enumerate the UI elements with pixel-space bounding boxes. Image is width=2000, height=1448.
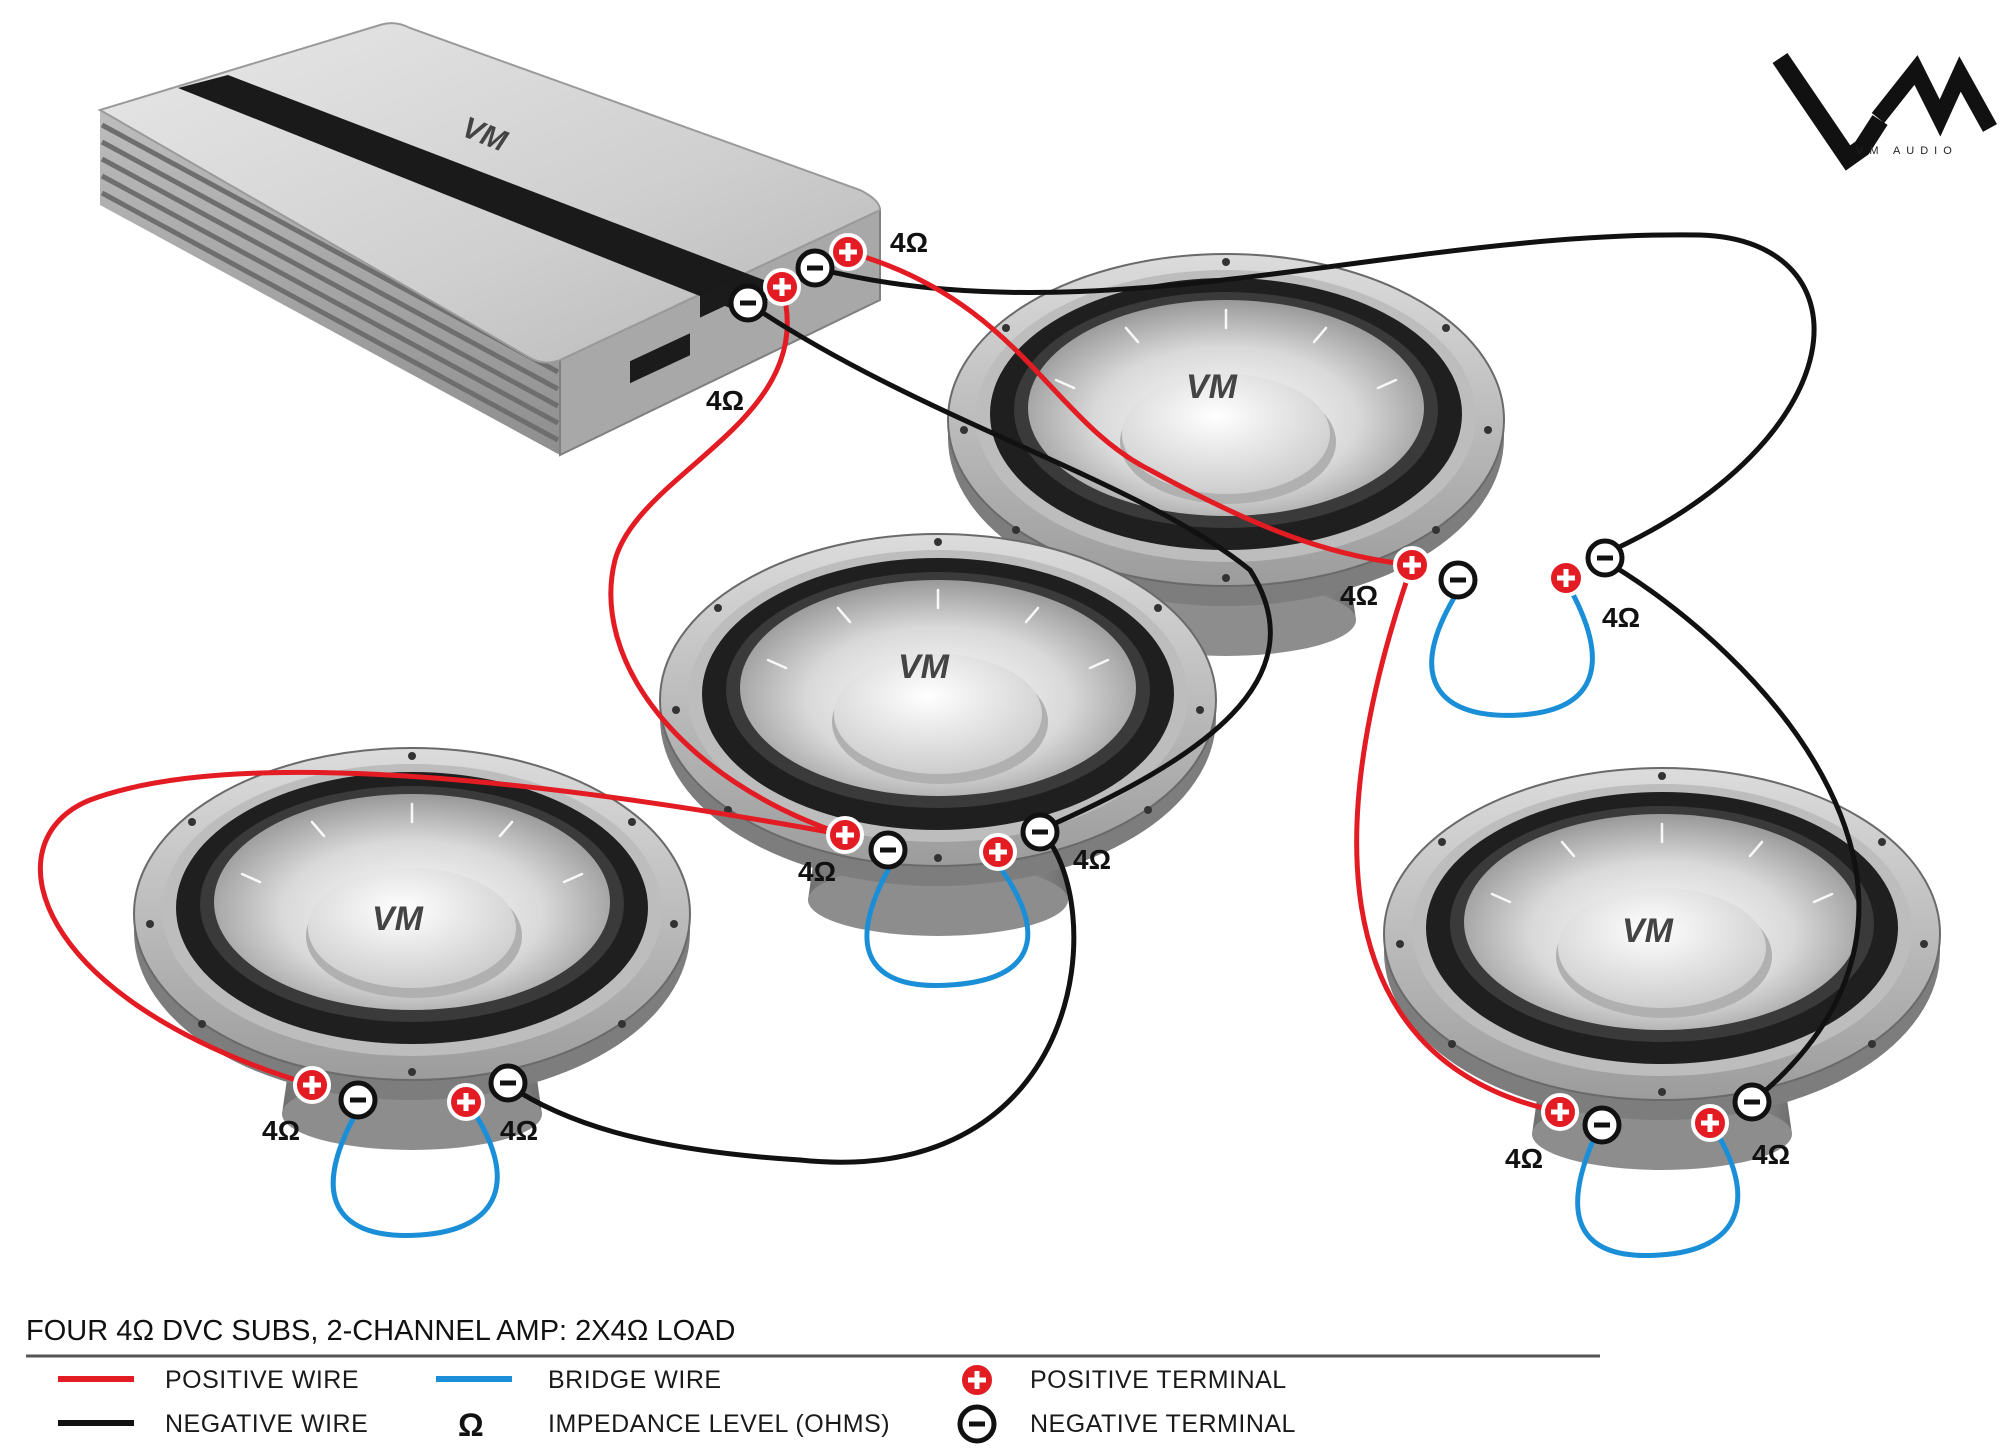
- impedance-label: 4Ω: [1752, 1139, 1790, 1170]
- sub1-negative-terminal-a: [1441, 563, 1475, 597]
- amp-positive-terminal-2: [763, 268, 801, 306]
- impedance-label: 4Ω: [798, 856, 836, 887]
- sub1-positive-terminal-a: [1393, 546, 1431, 584]
- legend-bridge-wire: BRIDGE WIRE: [548, 1366, 722, 1394]
- positive-wire: [1354, 562, 1563, 1115]
- legend-negative-wire: NEGATIVE WIRE: [165, 1410, 368, 1438]
- negative-wire: [812, 232, 1817, 558]
- impedance-label: 4Ω: [1602, 602, 1640, 633]
- sub2-positive-terminal-a: [826, 816, 864, 854]
- impedance-label: 4Ω: [706, 385, 744, 416]
- impedance-label: 4Ω: [1505, 1143, 1543, 1174]
- impedance-label: 4Ω: [1340, 580, 1378, 611]
- bridge-wire: [1575, 1122, 1741, 1259]
- sub1-negative-terminal-b: [1588, 541, 1622, 575]
- impedance-label: 4Ω: [1073, 844, 1111, 875]
- brand-subtitle: VM AUDIO: [1856, 145, 1958, 157]
- diagram-caption: FOUR 4Ω DVC SUBS, 2-CHANNEL AMP: 2X4Ω LO…: [26, 1315, 735, 1347]
- sub4-positive-terminal-b: [1691, 1104, 1729, 1142]
- amp-positive-terminal-1: [829, 233, 867, 271]
- legend: POSITIVE WIRE NEGATIVE WIRE BRIDGE WIRE …: [58, 1361, 1296, 1443]
- sub1-positive-terminal-b: [1547, 559, 1585, 597]
- amp-connectors: [630, 282, 728, 384]
- speaker-logo-1: VM: [1186, 368, 1238, 406]
- amplifier: VM: [97, 22, 882, 457]
- sub4-negative-terminal-b: [1735, 1085, 1769, 1119]
- subwoofer-right-bottom: [1382, 766, 1942, 1172]
- brand-logo: VM AUDIO: [1772, 52, 1997, 171]
- negative-wire: [1597, 555, 1862, 1105]
- impedance-label: 4Ω: [890, 227, 928, 258]
- impedance-labels: 4Ω 4Ω 4Ω 4Ω 4Ω 4Ω 4Ω 4Ω 4Ω 4Ω: [262, 227, 1790, 1174]
- speaker-logo-4: VM: [1622, 912, 1674, 950]
- positive-wire: [608, 284, 848, 838]
- bridge-wire: [864, 867, 1031, 989]
- speaker-logo-2: VM: [898, 648, 950, 686]
- amp-negative-terminal-2: [731, 286, 765, 320]
- sub4-positive-terminal-a: [1541, 1093, 1579, 1131]
- sub3-positive-terminal-b: [447, 1083, 485, 1121]
- legend-negative-terminal: NEGATIVE TERMINAL: [1030, 1410, 1296, 1438]
- impedance-label: 4Ω: [500, 1115, 538, 1146]
- subwoofer-center: [658, 532, 1218, 938]
- sub3-negative-terminal-b: [491, 1066, 525, 1100]
- legend-positive-terminal-icon: [958, 1361, 996, 1399]
- sub2-positive-terminal-b: [979, 833, 1017, 871]
- bridge-wire: [330, 1103, 500, 1239]
- impedance-label: 4Ω: [262, 1115, 300, 1146]
- amp-negative-terminal-1: [798, 251, 832, 285]
- sub2-negative-terminal-a: [871, 833, 905, 867]
- legend-ohm-symbol: Ω: [458, 1407, 484, 1443]
- legend-positive-wire: POSITIVE WIRE: [165, 1366, 359, 1394]
- wires: [37, 232, 1862, 1259]
- sub2-negative-terminal-b: [1023, 815, 1057, 849]
- negative-wire: [505, 827, 1077, 1165]
- sub3-negative-terminal-a: [341, 1083, 375, 1117]
- legend-impedance-level: IMPEDANCE LEVEL (OHMS): [548, 1410, 890, 1438]
- positive-wire: [37, 769, 848, 1088]
- legend-negative-terminal-icon: [960, 1407, 994, 1441]
- bridge-wire: [1429, 582, 1595, 718]
- legend-positive-terminal: POSITIVE TERMINAL: [1030, 1366, 1287, 1394]
- sub4-negative-terminal-a: [1585, 1108, 1619, 1142]
- speaker-logo-3: VM: [372, 900, 424, 938]
- negative-wire: [745, 300, 1273, 833]
- positive-wire: [845, 249, 1415, 568]
- sub3-positive-terminal-a: [293, 1066, 331, 1104]
- subwoofer-left: [132, 746, 692, 1152]
